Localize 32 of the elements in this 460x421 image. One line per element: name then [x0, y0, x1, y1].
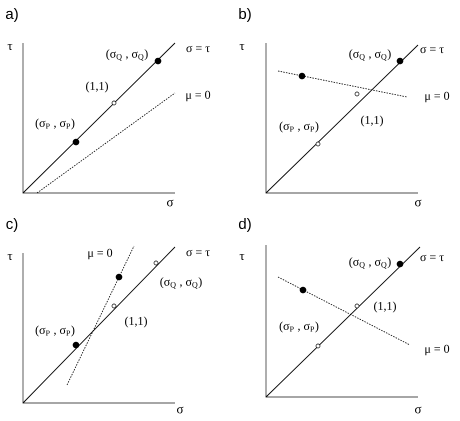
- point-label: (σ$_{Q}$ , σ$_{Q}$): [349, 49, 391, 61]
- axis-label: σ: [415, 200, 422, 206]
- point-label: (σ$_{P}$ , σ$_{P}$): [280, 322, 318, 332]
- axis-label: τ: [240, 254, 244, 260]
- panel-letter: d): [238, 218, 251, 232]
- line-label: σ = τ: [186, 46, 210, 52]
- axis-label: σ: [415, 406, 422, 414]
- point-label: (σ$_{Q}$ , σ$_{Q}$): [160, 277, 202, 289]
- line-label: σ = τ: [186, 250, 210, 256]
- point-label: (σ$_{Q}$ , σ$_{Q}$): [349, 257, 391, 269]
- line-label: μ = 0: [425, 92, 450, 102]
- panel-letter: b): [239, 8, 251, 22]
- line-label: μ = 0: [186, 90, 210, 102]
- axis-label: τ: [8, 44, 12, 50]
- point-label: (σ$_{P}$ , σ$_{P}$): [280, 122, 318, 132]
- point-label: (1,1): [125, 316, 147, 328]
- line-label: μ = 0: [88, 248, 112, 260]
- line-label: σ = τ: [420, 46, 444, 54]
- point-label: (σ$_{P}$ , σ$_{P}$): [36, 326, 74, 336]
- point-label: (σ$_{P}$ , σ$_{P}$): [36, 118, 74, 130]
- point-label: (1,1): [86, 82, 108, 92]
- panel-letter: c): [6, 218, 18, 232]
- point-label: (σ$_{Q}$ , σ$_{Q}$): [106, 49, 148, 61]
- point-label: (1,1): [361, 116, 383, 126]
- panel-letter: a): [6, 8, 18, 22]
- axis-label: σ: [177, 406, 184, 414]
- line-label: μ = 0: [425, 344, 450, 356]
- line-label: σ = τ: [420, 254, 444, 262]
- point-label: (1,1): [374, 302, 396, 312]
- axis-label: τ: [8, 254, 12, 260]
- axis-label: σ: [167, 200, 174, 206]
- axis-label: τ: [240, 44, 244, 50]
